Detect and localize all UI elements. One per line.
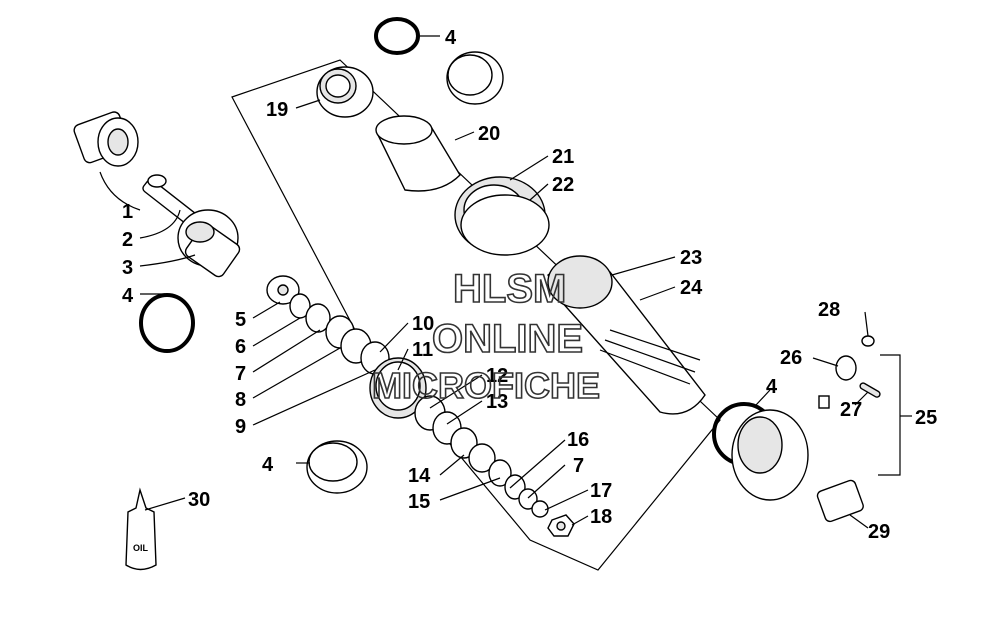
callout-29: 29 xyxy=(868,521,890,543)
callout-labels: 1 2 3 4 4 4 4 5 6 7 8 9 10 11 12 13 14 1… xyxy=(122,27,937,543)
callout-24: 24 xyxy=(680,277,703,299)
watermark-line-2: ONLINE xyxy=(432,317,583,361)
watermark-line-3: MICROFICHE xyxy=(372,365,600,406)
callout-10: 10 xyxy=(412,313,434,335)
callout-28: 28 xyxy=(818,299,840,321)
part-11-piston xyxy=(369,357,427,419)
part-4-oring-left xyxy=(139,293,195,353)
callout-8: 8 xyxy=(235,389,246,411)
part-4-band-top xyxy=(446,51,504,105)
callout-14: 14 xyxy=(408,465,431,487)
callout-17: 17 xyxy=(590,480,612,502)
part-20-sleeve xyxy=(375,115,461,192)
callout-15: 15 xyxy=(408,491,430,513)
callout-13: 13 xyxy=(486,391,508,413)
callout-7: 7 xyxy=(573,455,584,477)
shim-stack xyxy=(289,293,390,375)
oil-bottle-label: OIL xyxy=(133,543,149,553)
callout-11: 11 xyxy=(412,339,433,361)
callout-26: 26 xyxy=(780,347,802,369)
callout-4: 4 xyxy=(766,376,778,398)
shim-stack-lower xyxy=(414,395,549,518)
callout-23: 23 xyxy=(680,247,702,269)
part-25-valve-assembly xyxy=(818,335,912,476)
callout-7: 7 xyxy=(235,363,246,385)
callout-20: 20 xyxy=(478,123,500,145)
watermark-line-1: HLSM xyxy=(453,267,566,311)
callout-19: 19 xyxy=(266,99,288,121)
part-21-22-spanner-nut xyxy=(454,176,550,256)
callout-21: 21 xyxy=(552,146,574,168)
callout-30: 30 xyxy=(188,489,210,511)
part-19-seal-head xyxy=(316,66,374,118)
callout-6: 6 xyxy=(235,336,246,358)
part-4-oring-top xyxy=(374,17,420,55)
part-23-24-reservoir xyxy=(547,255,706,415)
part-18-nut xyxy=(547,514,575,537)
part-29-cap xyxy=(731,409,864,523)
callout-16: 16 xyxy=(567,429,589,451)
callout-27: 27 xyxy=(840,399,862,421)
callout-9: 9 xyxy=(235,416,246,438)
callout-2: 2 xyxy=(122,229,133,251)
callout-22: 22 xyxy=(552,174,574,196)
callout-3: 3 xyxy=(122,257,133,279)
part-5-washer xyxy=(266,275,300,305)
callout-12: 12 xyxy=(486,365,508,387)
part-30-oil-bottle: OIL xyxy=(125,487,157,571)
part-4-band-lower xyxy=(306,440,368,494)
callout-4: 4 xyxy=(122,285,134,307)
part-3-body xyxy=(177,209,241,278)
callout-5: 5 xyxy=(235,309,246,331)
part-1-bushing xyxy=(73,111,139,167)
leader-lines xyxy=(99,35,869,529)
callout-18: 18 xyxy=(590,506,612,528)
callout-4: 4 xyxy=(445,27,457,49)
callout-1: 1 xyxy=(122,201,133,223)
watermark: HLSM ONLINE MICROFICHE xyxy=(371,266,601,407)
callout-25: 25 xyxy=(915,407,937,429)
callout-4: 4 xyxy=(262,454,274,476)
